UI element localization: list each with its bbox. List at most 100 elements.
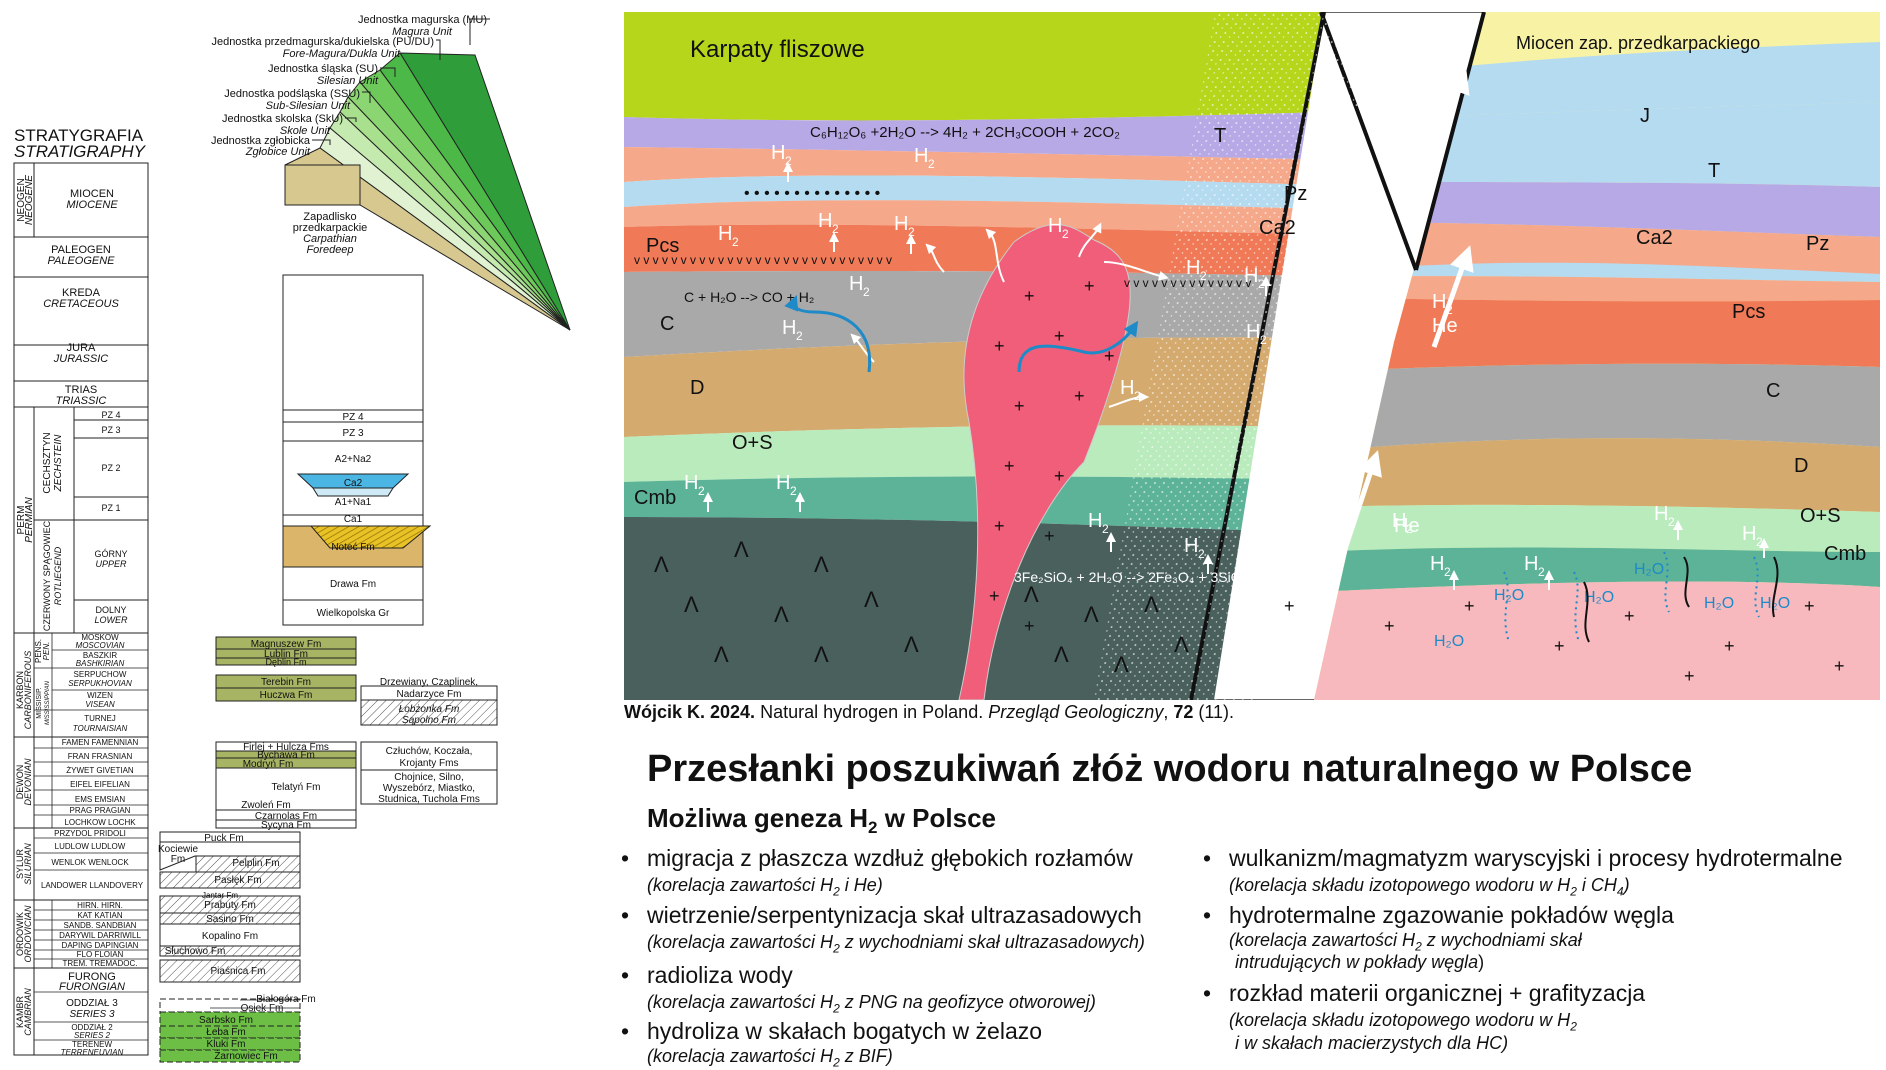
citation-title: Natural hydrogen in Poland.	[755, 702, 989, 722]
label-C-right: C	[1766, 380, 1780, 402]
svg-text:H: H	[1184, 535, 1198, 557]
gorny-label: GÓRNY	[94, 549, 127, 559]
svg-text:H: H	[1120, 377, 1134, 399]
miocen-label: MIOCEN	[70, 188, 114, 200]
wenlok-label: WENLOK WENLOCK	[51, 858, 129, 867]
carpathian-units-fan	[284, 52, 571, 331]
svg-text:Λ: Λ	[714, 642, 729, 667]
h2o-label: H₂O	[1494, 587, 1524, 604]
paleogene-label: PALEOGENE	[47, 255, 115, 267]
bullet-right-3-note: (korelacja składu izotopowego wodoru w H…	[1229, 1010, 1577, 1034]
svg-text:2: 2	[832, 222, 839, 236]
bullet-dot: •	[621, 902, 630, 928]
hirn-label: HIRN. HIRN.	[77, 901, 123, 910]
foredeep-4: Foredeep	[306, 244, 353, 256]
fluid-arrows	[784, 295, 1139, 373]
fluid-trails	[1503, 551, 1760, 643]
fm-nadarzyce: Nadarzyce Fm	[396, 689, 461, 700]
label-OS-left: O+S	[732, 432, 773, 454]
equation-glucose: C₆H₁₂O₆ +2H₂O --> 4H₂ + 2CH₃COOH + 2CO₂	[810, 124, 1120, 141]
svg-text:+: +	[994, 336, 1005, 356]
svg-text:2: 2	[1258, 277, 1265, 291]
label-D-left: D	[690, 377, 704, 399]
label-J: J	[1640, 105, 1650, 127]
ordowik-label: ORDOWIK	[15, 912, 25, 956]
fm-wyszebor: Wyszebórz, Miastko,	[383, 783, 475, 794]
fm-studnica: Studnica, Tuchola Fms	[378, 794, 480, 805]
unit-mu: Jednostka magurska (MU)	[358, 14, 487, 26]
svg-text:+: +	[1834, 656, 1845, 676]
label-Pcs-left: Pcs	[646, 235, 679, 257]
furongian-label: FURONGIAN	[59, 981, 125, 993]
dewon-label: DEWON	[15, 765, 25, 800]
fm-pelplin: Pelplin Fm	[232, 858, 279, 869]
svg-text:H: H	[1654, 503, 1668, 525]
page-subtitle: Możliwa geneza H2 w Polsce	[647, 803, 996, 838]
label-Pz-left: Pz	[1284, 183, 1307, 205]
label-C-left: C	[660, 313, 674, 335]
h2o-label: H₂O	[1760, 595, 1790, 612]
bullet-text: migracja z płaszcza wzdłuż głębokich roz…	[647, 845, 1133, 871]
bullet-dot: •	[1203, 845, 1212, 871]
eifel-label: EIFEL EIFELIAN	[70, 780, 130, 789]
svg-text:2: 2	[1668, 515, 1675, 529]
pz2-label: PZ 2	[101, 463, 120, 473]
svg-text:+: +	[1554, 636, 1565, 656]
label-karpaty: Karpaty fliszowe	[690, 36, 865, 63]
volcanic-marks: v v v v v v v v v v v v v v v v v v v v …	[634, 253, 1251, 290]
svg-text:• • • • • • • • • • • • • •: • • • • • • • • • • • • • •	[744, 185, 880, 202]
unit-pu: Jednostka przedmagurska/dukielska (PU/DU…	[211, 36, 434, 48]
formations	[159, 636, 498, 1063]
unit-pu-en: Fore-Magura/Dukla Unit	[283, 48, 401, 60]
flo-label: FLO FLOIAN	[77, 950, 124, 959]
unit-ssu-en: Sub-Silesian Unit	[266, 100, 351, 112]
sylur-label: SYLUR	[15, 848, 25, 879]
landower-label: LANDOWER LLANDOVERY	[41, 881, 144, 890]
svg-text:2: 2	[785, 154, 792, 168]
unit-ssu: Jednostka podśląska (SSU)	[224, 88, 360, 100]
citation-author: Wójcik K. 2024.	[624, 702, 756, 722]
subtitle-sub: 2	[868, 818, 878, 838]
tournaisian-label: TOURNAISIAN	[73, 724, 128, 733]
label-Ca2-right: Ca2	[1636, 227, 1673, 249]
series3-label: SERIES 3	[69, 1009, 114, 1020]
permian-lithology	[282, 274, 432, 626]
svg-text:+: +	[1074, 386, 1085, 406]
unit-sku-en: Skole Unit	[280, 125, 331, 137]
svg-text:2: 2	[1346, 205, 1353, 219]
fm-bychawa: Bychawa Fm	[257, 750, 315, 761]
perm-a1: A1+Na1	[335, 497, 372, 508]
bullet-right-2: •hydrotermalne zgazowanie pokładów węgla	[1203, 902, 1674, 929]
fm-osiek: Osiek Fm	[241, 1003, 284, 1014]
unit-zu-en: Zgłobice Unit	[245, 146, 311, 158]
fm-puck: Puck Fm	[204, 833, 243, 844]
foredeep-3: Carpathian	[303, 233, 357, 245]
rotliegend-label: ROTLIEGEND	[53, 546, 63, 605]
bullet-text: wietrzenie/serpentynizacja skał ultrazas…	[647, 902, 1142, 928]
subtitle-part-a: Możliwa geneza H	[647, 803, 869, 833]
bullet-right-3-note-2: i w skałach macierzystych dla HC)	[1235, 1033, 1509, 1053]
svg-text:2: 2	[908, 225, 915, 239]
fm-kluki: Kluki Fm	[207, 1039, 246, 1050]
pens-label: PENS.	[34, 639, 43, 663]
svg-text:2: 2	[698, 484, 705, 498]
bullet-right-2-note: (korelacja zawartości H2 z wychodniami s…	[1229, 930, 1582, 954]
citation-issue: (11).	[1193, 702, 1235, 722]
bullet-left-1: •migracja z płaszcza wzdłuż głębokich ro…	[621, 845, 1133, 872]
pz1-label: PZ 1	[101, 503, 120, 513]
oddzial3-label: ODDZIAŁ 3	[66, 998, 118, 1009]
svg-text:H: H	[1186, 257, 1200, 279]
bullet-left-3: •radioliza wody	[621, 962, 793, 989]
svg-text:v v v v v v v v v v v v v v: v v v v v v v v v v v v v v	[1124, 276, 1251, 290]
fm-sapolno: Sąpolno Fm	[402, 715, 456, 726]
svg-text:+: +	[1054, 466, 1065, 486]
fm-deblin: Dęblin Fm	[265, 657, 306, 667]
turnej-label: TURNEJ	[84, 714, 116, 723]
